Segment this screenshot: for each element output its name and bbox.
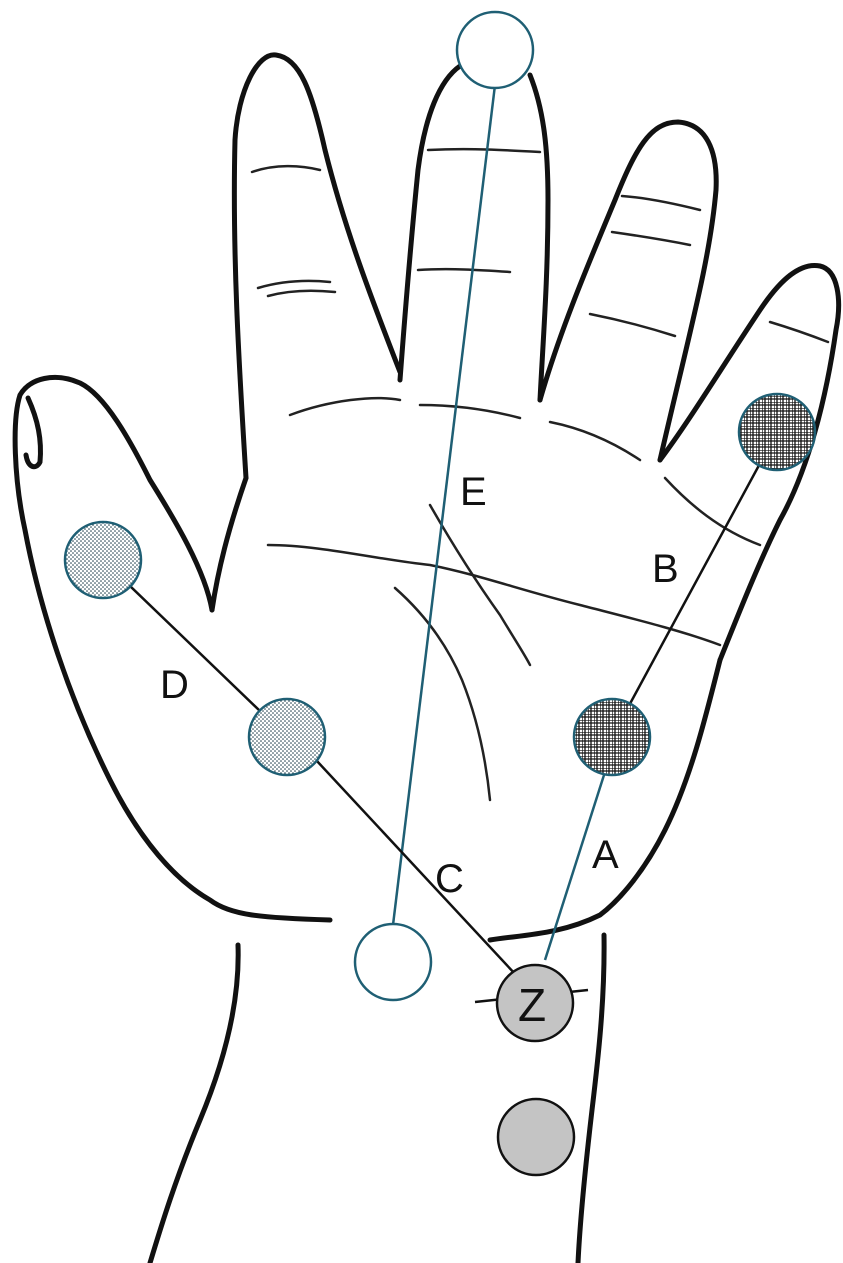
label-d: D	[160, 663, 189, 707]
wrist-center-marker	[355, 924, 431, 1000]
hand-outline	[15, 55, 838, 1263]
ring-finger-outline	[540, 122, 716, 460]
palm-creases	[252, 149, 828, 800]
thumb-nail	[26, 398, 41, 467]
label-e: E	[460, 470, 487, 514]
label-c: C	[435, 857, 464, 901]
label-z: Z	[518, 979, 546, 1031]
middle-finger-right	[530, 75, 548, 400]
thumb-outline	[15, 377, 330, 920]
pinky-base-marker	[739, 394, 815, 470]
label-b: B	[652, 547, 679, 591]
markers	[65, 12, 815, 1175]
label-a: A	[592, 833, 619, 877]
fingertip-middle-marker	[457, 12, 533, 88]
forearm-marker	[498, 1099, 574, 1175]
index-finger-outline	[234, 55, 400, 478]
middle-finger-outline	[400, 66, 460, 380]
wrist-right	[578, 935, 604, 1263]
thumb-tip-marker	[65, 522, 141, 598]
palm-ulnar-marker	[574, 699, 650, 775]
thumb-base-marker	[249, 699, 325, 775]
palm-left-edge	[212, 478, 246, 610]
wrist-left	[150, 945, 238, 1263]
